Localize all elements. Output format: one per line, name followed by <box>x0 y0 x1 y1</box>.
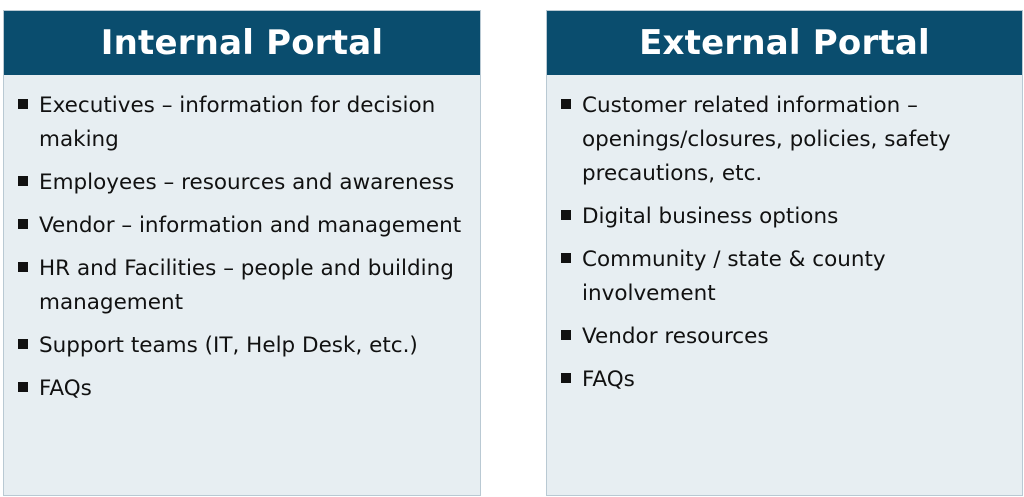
list-item-text: HR and Facilities – people and building … <box>39 256 454 315</box>
list-item: Customer related information – openings/… <box>561 89 1014 191</box>
internal-portal-panel: Internal Portal Executives – information… <box>3 10 481 496</box>
square-bullet-icon <box>561 99 571 109</box>
list-item-text: Customer related information – openings/… <box>582 93 951 186</box>
square-bullet-icon <box>18 176 28 186</box>
list-item-text: Support teams (IT, Help Desk, etc.) <box>39 333 418 358</box>
list-item: Employees – resources and awareness <box>18 166 472 200</box>
square-bullet-icon <box>18 339 28 349</box>
list-item: Executives – information for decision ma… <box>18 89 472 157</box>
list-item-text: Vendor – information and management <box>39 213 462 238</box>
square-bullet-icon <box>18 382 28 392</box>
list-item: Vendor resources <box>561 320 1014 354</box>
list-item: Digital business options <box>561 200 1014 234</box>
list-item: Community / state & county involvement <box>561 243 1014 311</box>
list-item: Support teams (IT, Help Desk, etc.) <box>18 329 472 363</box>
square-bullet-icon <box>561 373 571 383</box>
external-portal-list: Customer related information – openings/… <box>547 75 1022 397</box>
square-bullet-icon <box>18 262 28 272</box>
square-bullet-icon <box>561 330 571 340</box>
external-portal-panel: External Portal Customer related informa… <box>546 10 1023 496</box>
list-item: HR and Facilities – people and building … <box>18 252 472 320</box>
square-bullet-icon <box>561 210 571 220</box>
internal-portal-title: Internal Portal <box>4 11 480 75</box>
list-item-text: Digital business options <box>582 204 839 229</box>
internal-portal-list: Executives – information for decision ma… <box>4 75 480 406</box>
list-item-text: FAQs <box>582 367 635 392</box>
list-item: FAQs <box>18 372 472 406</box>
square-bullet-icon <box>18 99 28 109</box>
list-item-text: FAQs <box>39 376 92 401</box>
list-item-text: Employees – resources and awareness <box>39 170 455 195</box>
external-portal-title: External Portal <box>547 11 1022 75</box>
square-bullet-icon <box>18 219 28 229</box>
list-item: Vendor – information and management <box>18 209 472 243</box>
list-item-text: Community / state & county involvement <box>582 247 886 306</box>
list-item-text: Vendor resources <box>582 324 769 349</box>
list-item-text: Executives – information for decision ma… <box>39 93 436 152</box>
square-bullet-icon <box>561 253 571 263</box>
list-item: FAQs <box>561 363 1014 397</box>
